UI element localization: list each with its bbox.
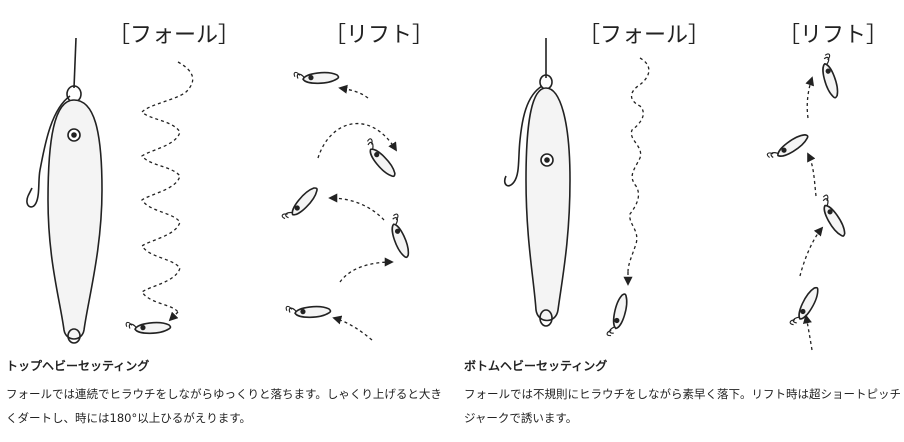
lift-lure-3 bbox=[280, 182, 322, 226]
right-lift-label: ［リフト］ bbox=[778, 23, 888, 48]
top-heavy-title: トップヘビーセッティング bbox=[6, 359, 150, 373]
left-lift-label: ［リフト］ bbox=[324, 23, 434, 48]
bottom-heavy-description: フォールでは不規則にヒラウチをしながら素早く落下。リフト時は超ショートピッチジャ… bbox=[464, 387, 901, 425]
lift-lure-1 bbox=[293, 68, 340, 86]
right-fall-lure bbox=[605, 291, 631, 339]
right-lift-lure-1 bbox=[816, 52, 844, 101]
right-lift-lure-3 bbox=[815, 193, 851, 240]
right-lift-sequence bbox=[765, 52, 851, 351]
top-heavy-description: フォールでは連続でヒラウチをしながらゆっくりと落ちます。しゃくり上げると大きくダ… bbox=[6, 387, 442, 425]
lift-lure-2 bbox=[360, 137, 401, 181]
top-heavy-caption: トップヘビーセッティング フォールでは連続でヒラウチをしながらゆっくりと落ちます… bbox=[6, 358, 446, 430]
right-fall-path bbox=[627, 57, 650, 273]
left-fall-path bbox=[141, 61, 194, 313]
lift-lure-4 bbox=[384, 212, 415, 260]
left-big-lure bbox=[26, 37, 103, 344]
right-big-lure bbox=[503, 38, 571, 327]
left-fall-lure bbox=[125, 318, 172, 336]
left-fall-label: ［フォール］ bbox=[108, 23, 240, 48]
lift-lure-5 bbox=[285, 302, 332, 320]
right-fall-label: ［フォール］ bbox=[578, 23, 710, 48]
right-lift-lure-2 bbox=[765, 128, 812, 166]
bottom-heavy-caption: ボトムヘビーセッティング フォールでは不規則にヒラウチをしながら素早く落下。リフ… bbox=[464, 358, 904, 430]
left-lift-sequence bbox=[280, 68, 415, 341]
bottom-heavy-title: ボトムヘビーセッティング bbox=[464, 359, 608, 373]
right-lift-lure-4 bbox=[788, 283, 823, 330]
